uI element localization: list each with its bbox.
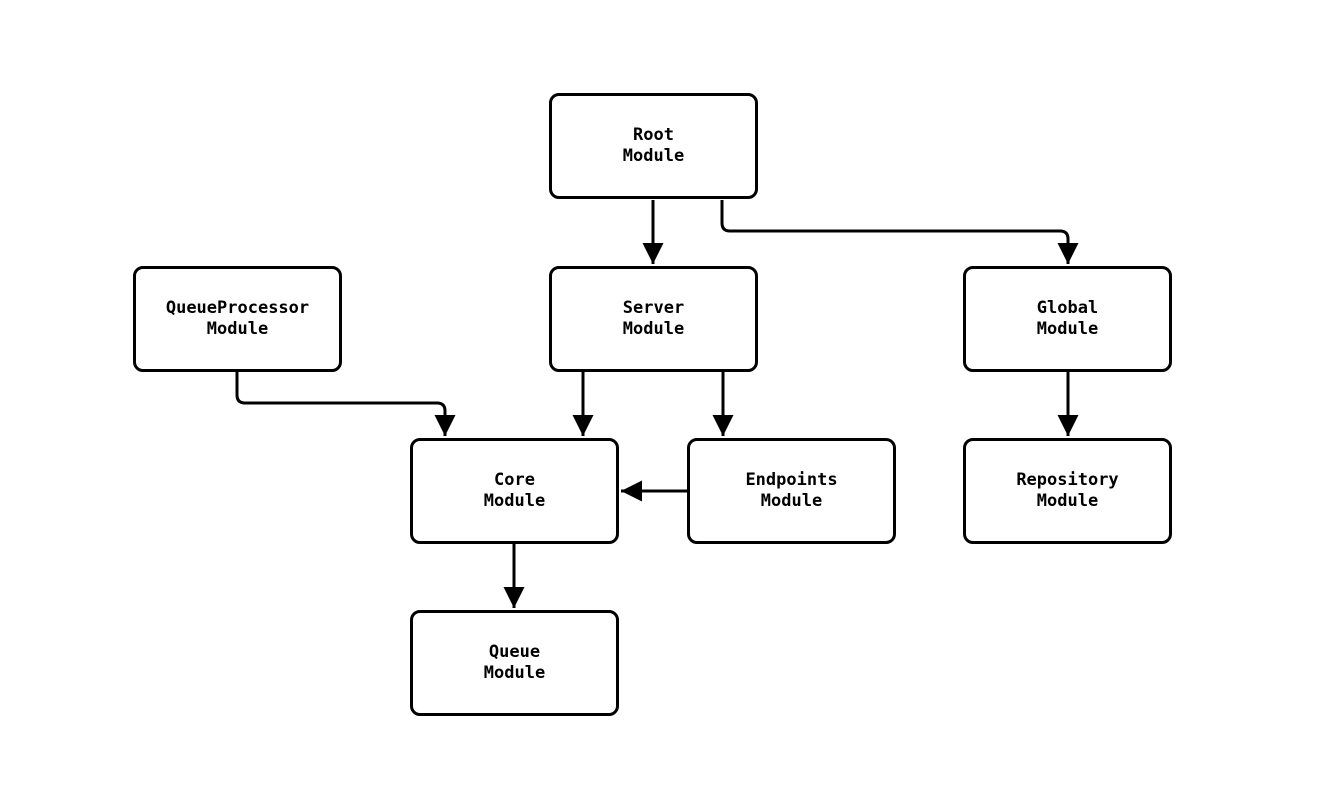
node-core-module: Core Module bbox=[410, 438, 619, 544]
node-label-line2: Module bbox=[760, 491, 823, 511]
node-label-line1: Queue bbox=[488, 642, 541, 662]
node-label-line1: Root bbox=[633, 125, 674, 145]
node-label-line1: Endpoints bbox=[745, 470, 838, 490]
node-repository-module: Repository Module bbox=[963, 438, 1172, 544]
node-queue-module: Queue Module bbox=[410, 610, 619, 716]
node-server-module: Server Module bbox=[549, 266, 758, 372]
node-label-line2: Module bbox=[1036, 491, 1099, 511]
node-queueprocessor-module: QueueProcessor Module bbox=[133, 266, 342, 372]
node-label-line2: Module bbox=[622, 319, 685, 339]
node-label-line2: Module bbox=[622, 146, 685, 166]
node-label-line1: Server bbox=[622, 298, 685, 318]
node-label-line1: Core bbox=[494, 470, 535, 490]
arrow-root-to-global bbox=[720, 200, 1079, 264]
node-label-line2: Module bbox=[483, 663, 546, 683]
node-global-module: Global Module bbox=[963, 266, 1172, 372]
arrow-queueprocessor-to-core bbox=[235, 372, 456, 436]
node-label-line2: Module bbox=[483, 491, 546, 511]
node-label-line1: QueueProcessor bbox=[165, 298, 310, 318]
node-root-module: Root Module bbox=[549, 93, 758, 199]
node-endpoints-module: Endpoints Module bbox=[687, 438, 896, 544]
node-label-line1: Global bbox=[1036, 298, 1099, 318]
node-label-line1: Repository bbox=[1016, 470, 1119, 490]
node-label-line2: Module bbox=[1036, 319, 1099, 339]
node-label-line2: Module bbox=[206, 319, 269, 339]
